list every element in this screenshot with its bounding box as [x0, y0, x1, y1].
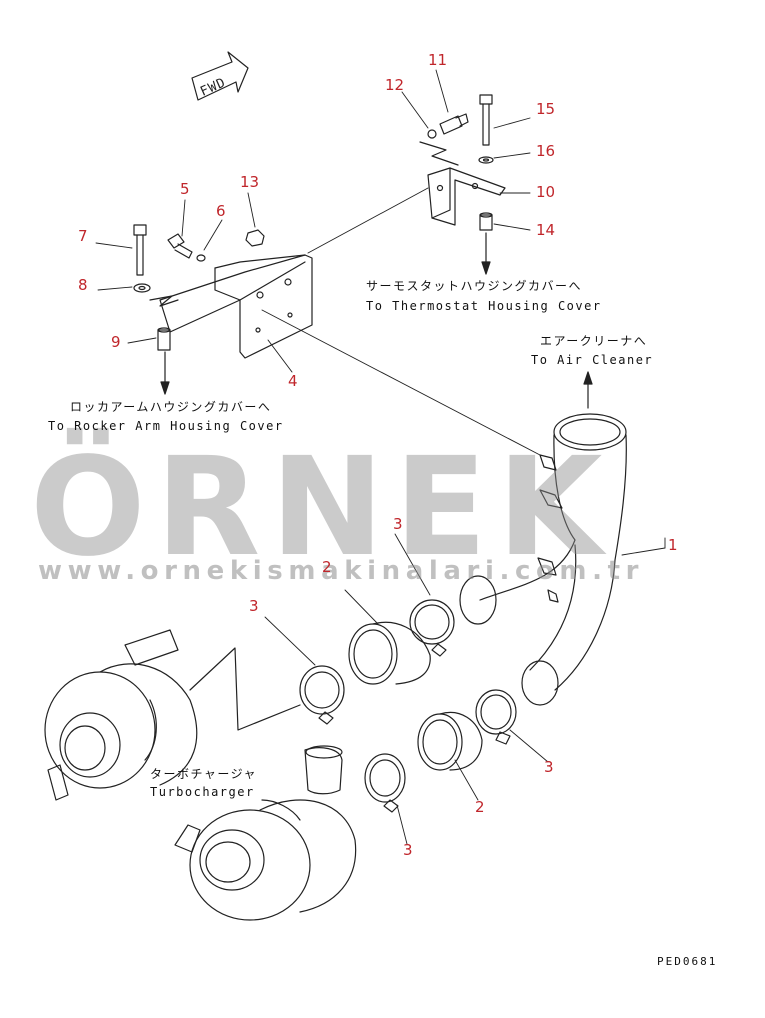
leader-lines	[95, 69, 666, 845]
part-number-8: 8	[78, 276, 88, 294]
clamp-part-3	[299, 665, 345, 725]
watermark-brand: ÖRNEK	[30, 429, 613, 587]
part-number-15: 15	[536, 100, 556, 118]
watermark-url: www.ornekismakinalari.com.tr	[38, 556, 645, 586]
bolt-part-11	[439, 113, 469, 135]
part-number-14: 14	[536, 221, 556, 239]
washer-part-12	[427, 129, 437, 139]
turbocharger-upper	[44, 629, 301, 801]
part-number-3: 3	[393, 515, 403, 533]
part-number-6: 6	[216, 202, 226, 220]
note-air-cleaner-jp: エアークリーナへ	[540, 334, 648, 348]
part-number-10: 10	[536, 183, 556, 201]
part-number-3: 3	[544, 758, 554, 776]
bracket-part-10	[427, 167, 506, 226]
part-number-7: 7	[78, 227, 88, 245]
part-number-12: 12	[385, 76, 405, 94]
arrow-up-icon	[583, 371, 593, 409]
fwd-arrow-icon	[191, 51, 249, 101]
part-number-9: 9	[111, 333, 121, 351]
drawing-code: PED0681	[657, 955, 718, 968]
part-number-3: 3	[249, 597, 259, 615]
part-number-3: 3	[403, 841, 413, 859]
note-thermostat-en: To Thermostat Housing Cover	[366, 299, 602, 313]
note-air-cleaner-en: To Air Cleaner	[531, 353, 654, 367]
washer-part-6	[196, 254, 206, 262]
washer-part-8	[133, 283, 151, 293]
break-line	[149, 295, 179, 307]
turbocharger-lower	[174, 745, 357, 921]
arrow-down-icon	[481, 232, 491, 275]
nut-part-13	[245, 229, 265, 247]
note-rocker-en: To Rocker Arm Housing Cover	[48, 419, 284, 433]
spacer-part-14	[479, 212, 493, 231]
part-number-2: 2	[322, 558, 332, 576]
note-turbo-jp: ターボチャージャ	[150, 767, 258, 781]
break-line	[419, 141, 459, 166]
clamp-part-3	[409, 599, 455, 657]
bolt-part-5	[167, 233, 193, 259]
hose-part-2	[348, 621, 431, 685]
bracket-part-4	[159, 254, 313, 359]
bolt-part-7	[133, 224, 147, 276]
part-number-5: 5	[180, 180, 190, 198]
air-pipe-part-1	[459, 413, 627, 706]
clamp-part-3	[475, 689, 517, 745]
part-number-13: 13	[240, 173, 260, 191]
part-number-1: 1	[668, 536, 678, 554]
part-number-2: 2	[475, 798, 485, 816]
note-turbo-en: Turbocharger	[150, 785, 255, 799]
note-rocker-jp: ロッカアームハウジングカバーへ	[70, 400, 272, 414]
clamp-part-3	[364, 753, 406, 813]
bolt-part-15	[479, 94, 493, 146]
part-number-11: 11	[428, 51, 448, 69]
washer-part-16	[478, 156, 494, 164]
note-thermostat-jp: サーモスタットハウジングカバーへ	[366, 279, 583, 293]
part-number-16: 16	[536, 142, 556, 160]
arrow-down-icon	[160, 351, 170, 395]
spacer-part-9	[157, 327, 171, 351]
hose-part-2	[417, 711, 483, 771]
part-number-4: 4	[288, 372, 298, 390]
